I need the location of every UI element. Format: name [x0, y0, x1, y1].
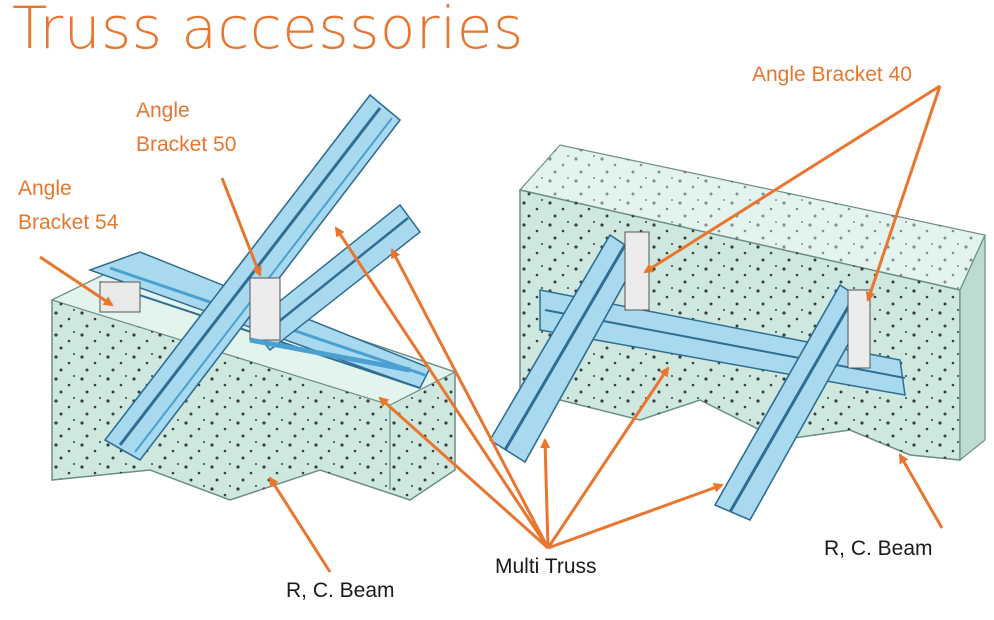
- label-line: Angle: [18, 177, 72, 200]
- label-rc-beam-left: R, C. Beam: [286, 579, 395, 602]
- arrow-bracket-40-a: [643, 84, 941, 274]
- label-multi-truss: Multi Truss: [495, 555, 597, 578]
- arrow-truss-5: [546, 366, 670, 549]
- arrow-rc-beam-left: [268, 476, 332, 573]
- angle-bracket-50-shape: [249, 277, 281, 341]
- arrow-bracket-54: [39, 255, 114, 307]
- page-title: Truss accessories: [12, 0, 524, 62]
- angle-bracket-54-shape: [99, 281, 141, 313]
- multi-truss-diagonals-left: [103, 93, 422, 462]
- arrow-truss-1: [334, 226, 550, 549]
- arrow-bracket-50: [220, 177, 262, 277]
- multi-truss-diagonals-right: [488, 231, 872, 522]
- label-angle-bracket-40: Angle Bracket 40: [752, 63, 912, 86]
- arrow-bracket-40-b: [865, 85, 942, 302]
- label-line: Bracket 50: [136, 133, 237, 156]
- arrow-truss-4: [540, 438, 551, 549]
- label-angle-bracket-54: Angle Bracket 54: [18, 172, 118, 240]
- angle-bracket-40-shape-b: [847, 289, 871, 369]
- label-line: Angle: [136, 99, 190, 122]
- callout-arrows: [39, 84, 944, 573]
- arrow-truss-3: [378, 396, 549, 550]
- arrow-truss-2: [390, 248, 550, 549]
- label-line: Bracket 54: [18, 211, 119, 234]
- label-angle-bracket-50: Angle Bracket 50: [136, 94, 236, 162]
- arrow-rc-beam-right: [898, 453, 944, 529]
- arrow-truss-6: [547, 483, 724, 550]
- label-rc-beam-right: R, C. Beam: [824, 537, 933, 560]
